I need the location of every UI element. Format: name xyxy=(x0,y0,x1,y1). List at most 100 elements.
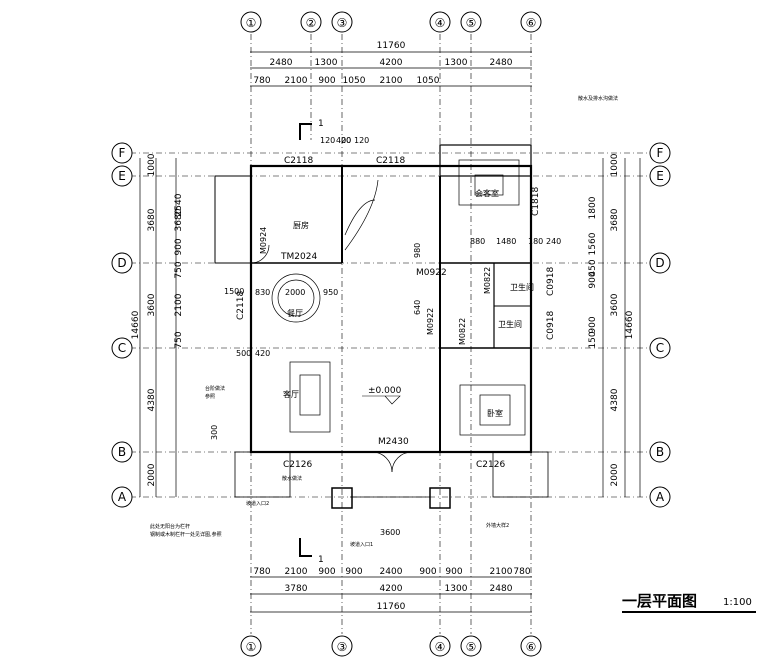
furniture xyxy=(271,159,526,436)
dim-text: 2480 xyxy=(490,58,513,68)
door-label: M0822 xyxy=(483,267,492,294)
dim-text: 1300 xyxy=(445,584,468,594)
dim-text: 2000 xyxy=(610,463,620,486)
annotation-note: 坡道入口1 xyxy=(350,541,373,548)
dim-text: 830 xyxy=(255,288,270,297)
dim-text: 4200 xyxy=(380,584,403,594)
elevation-triangle xyxy=(362,395,401,405)
section-mark-top xyxy=(299,123,312,140)
section-mark-label: 1 xyxy=(318,119,324,129)
grid-bubble-row: A xyxy=(649,486,671,508)
section-mark-bottom xyxy=(299,538,312,557)
svg-text:C: C xyxy=(656,341,664,355)
dim-text: 2100 xyxy=(285,76,308,86)
dim-text: 950 xyxy=(323,288,338,297)
annotation-note: 散水做法 xyxy=(282,475,302,482)
dim-text: 1500 xyxy=(224,287,244,296)
door-label: M0924 xyxy=(259,227,268,254)
door-label: M2430 xyxy=(378,437,409,447)
dim-text: 900 xyxy=(588,316,598,333)
walls xyxy=(214,144,549,509)
dim-text: 980 xyxy=(413,243,422,258)
grid-bubble-row: C xyxy=(111,337,133,359)
annotation-note: 此处无阳台为栏杆 xyxy=(150,523,190,530)
dim-text: 1300 xyxy=(315,58,338,68)
dim-text: 2480 xyxy=(490,584,513,594)
dim-text: 2100 xyxy=(174,293,184,316)
dim-text: 3600 xyxy=(380,528,400,537)
dim-text: 4200 xyxy=(380,58,403,68)
dim-text: 3680 xyxy=(174,208,184,231)
door-label: M0922 xyxy=(416,268,447,278)
dim-text: 11760 xyxy=(377,41,406,51)
annotation-note: 坡道入口2 xyxy=(246,500,269,507)
svg-text:A: A xyxy=(656,490,665,504)
grid-bubble-row: F xyxy=(111,142,133,164)
dim-text: 900 xyxy=(318,567,335,577)
dim-text: 14660 xyxy=(131,310,141,339)
svg-text:③: ③ xyxy=(337,640,348,654)
grid-bubble-row: A xyxy=(111,486,133,508)
room-label-bath1: 卫生间 xyxy=(510,282,534,292)
grid-bubble-col: ① xyxy=(240,635,262,657)
grid-bubble-row: B xyxy=(649,441,671,463)
dim-text: 450 xyxy=(588,259,598,276)
dim-text: 2400 xyxy=(380,567,403,577)
dim-text: 640 xyxy=(413,300,422,315)
section-mark-label: 1 xyxy=(318,555,324,565)
dim-text: 4380 xyxy=(610,388,620,411)
window-label: C2126 xyxy=(476,460,505,470)
window-label: C1818 xyxy=(531,187,541,216)
room-label-dining: 餐厅 xyxy=(287,309,303,318)
dim-text: 180 xyxy=(528,237,543,246)
grid-bubble-row: D xyxy=(649,252,671,274)
dim-text: 11760 xyxy=(377,602,406,612)
svg-text:②: ② xyxy=(306,16,317,30)
dim-text: 1000 xyxy=(147,153,157,176)
dim-text: 3780 xyxy=(285,584,308,594)
dim-text: 150 xyxy=(588,331,598,348)
grid-bubble-row: E xyxy=(111,165,133,187)
dim-text: 1000 xyxy=(610,153,620,176)
dim-text: 2540 xyxy=(174,193,184,216)
dim-text: 420 xyxy=(255,349,270,358)
window-label: C2118 xyxy=(284,156,313,166)
door-label: M0822 xyxy=(458,318,467,345)
grid-bubble-row: D xyxy=(111,252,133,274)
drawing-scale: 1:100 xyxy=(723,597,752,608)
dim-text: 3600 xyxy=(147,293,157,316)
grid-bubble-col: ③ xyxy=(331,11,353,33)
room-label-kitchen: 厨房 xyxy=(293,220,309,230)
drawing-title: 一层平面图 xyxy=(622,592,697,610)
dim-text: 3680 xyxy=(147,208,157,231)
dim-text: 900 xyxy=(345,567,362,577)
window-label: C0918 xyxy=(546,267,556,296)
svg-text:A: A xyxy=(118,490,127,504)
svg-text:B: B xyxy=(118,445,126,459)
dimension-texts: 11760 2480 1300 4200 1300 2480 780 2100 900 1050 2… xyxy=(131,41,635,612)
dim-text: 780 xyxy=(253,567,270,577)
svg-text:F: F xyxy=(119,146,126,160)
room-label-bedroom: 卧室 xyxy=(487,408,503,418)
svg-text:⑤: ⑤ xyxy=(466,16,477,30)
svg-text:③: ③ xyxy=(337,16,348,30)
dim-text: 1560 xyxy=(588,232,598,255)
dim-text: 14660 xyxy=(625,310,635,339)
grid-bubble-col: ① xyxy=(240,11,262,33)
dim-text: 2100 xyxy=(285,567,308,577)
dim-text: 1300 xyxy=(445,58,468,68)
svg-text:C: C xyxy=(118,341,126,355)
annotation-note: 外墙大样2 xyxy=(486,522,509,529)
dim-text: 2100 xyxy=(490,567,513,577)
grid-bubble-row: C xyxy=(649,337,671,359)
svg-text:⑥: ⑥ xyxy=(526,16,537,30)
dim-text: 400 xyxy=(336,136,351,145)
dim-text: 2100 xyxy=(380,76,403,86)
dim-text: 1050 xyxy=(417,76,440,86)
door-label: TM2024 xyxy=(280,252,317,262)
grid-lines xyxy=(130,34,650,634)
svg-text:B: B xyxy=(656,445,664,459)
dim-text: 1050 xyxy=(343,76,366,86)
